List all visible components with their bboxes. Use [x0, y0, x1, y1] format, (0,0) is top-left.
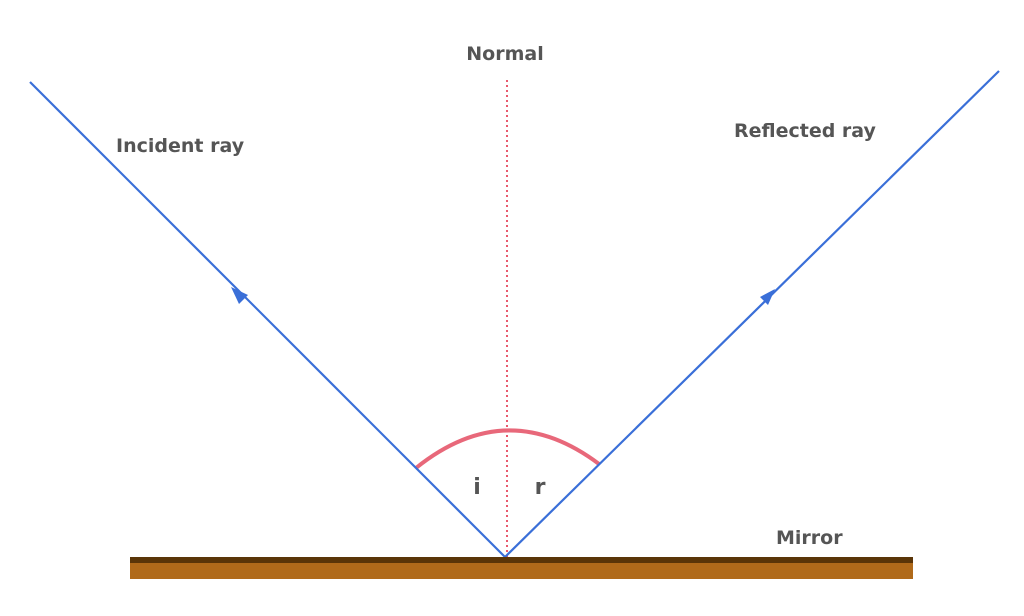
reflected-ray-arrow — [760, 289, 775, 305]
angle-i-label: i — [473, 475, 481, 500]
incident-ray-line — [29, 81, 506, 558]
mirror-body — [130, 561, 913, 579]
incident-ray-label: Incident ray — [116, 135, 245, 157]
reflected-ray-label: Reflected ray — [734, 120, 877, 142]
angle-arc — [414, 428, 601, 470]
angle-r-label: r — [535, 475, 546, 500]
mirror-surface — [130, 557, 913, 563]
mirror-label: Mirror — [776, 527, 843, 549]
reflected-ray-line — [504, 70, 1000, 558]
normal-label: Normal — [466, 43, 543, 65]
incident-ray-arrow — [231, 287, 248, 304]
